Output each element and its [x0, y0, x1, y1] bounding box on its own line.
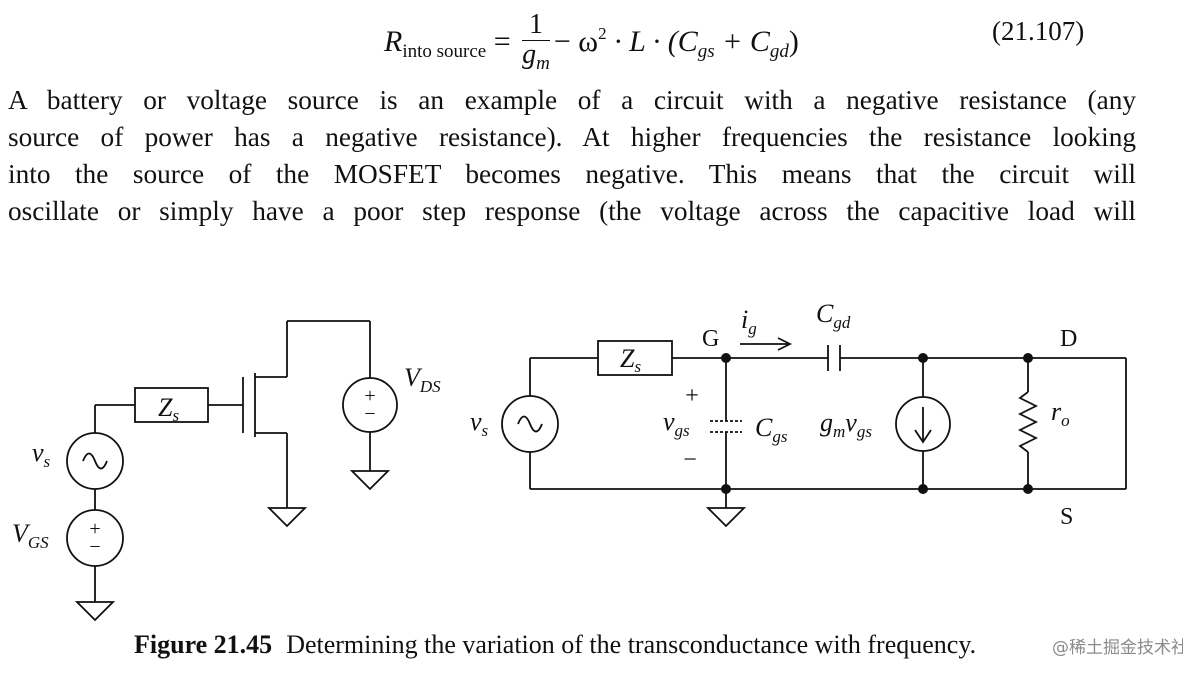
paragraph-line: A battery or voltage source is an exampl… [8, 85, 1136, 115]
node-dot [721, 484, 731, 494]
node-dot [918, 484, 928, 494]
eq-close-paren: ) [788, 24, 799, 58]
eq-middle: · L · (C [614, 24, 698, 58]
vgs-label: VGS [12, 519, 49, 552]
ig-arrowhead-icon [777, 337, 793, 351]
ground-icon [74, 601, 116, 622]
node-g-label: G [702, 326, 719, 352]
eq-equals: = [493, 24, 511, 58]
ro-resistor-icon [1017, 391, 1039, 453]
eq-den-sub: m [536, 53, 550, 74]
vgs-plus-sign: + [685, 383, 699, 409]
ground-icon [349, 470, 391, 491]
equation-21-107: Rinto source = 1 gm − ω2 · L · (Cgs + Cg… [384, 10, 799, 78]
left-circuit-labels: Zs VDS vs VGS + − + − [12, 363, 441, 558]
ground-icon [266, 507, 308, 528]
eq-denominator: gm [522, 41, 550, 78]
cgd-label: Cgd [816, 299, 851, 332]
watermark: @稀土掘金技术社区 [1052, 638, 1183, 658]
equation-row: Rinto source = 1 gm − ω2 · L · (Cgs + Cg… [0, 0, 1183, 80]
node-dots [721, 353, 1033, 494]
vgs-minus-sign: − [683, 447, 697, 473]
small-signal-labels: vs Zs G D S ig Cgd Cgs + vgs − gmvgs ro [470, 299, 1077, 530]
small-signal-model [501, 337, 1127, 528]
circuit-figure: Zs VDS vs VGS + − + − vs Zs G D S ig Cgd… [12, 299, 1127, 622]
ig-label: ig [741, 305, 757, 338]
eq-cgd-sub: gd [769, 40, 789, 62]
paragraph-line: into the source of the MOSFET becomes ne… [8, 159, 1136, 189]
eq-omega-power: 2 [598, 23, 607, 43]
left-mosfet-circuit [66, 320, 398, 622]
figure-caption: Figure 21.45 Determining the variation of… [134, 630, 976, 660]
eq-r-symbol: R [384, 24, 403, 58]
cgs-label: Cgs [755, 413, 788, 446]
paragraph-line: oscillate or simply have a poor step res… [8, 196, 1136, 226]
eq-minus-omega: − ω [553, 24, 599, 58]
gm-vgs-label: gmvgs [820, 408, 872, 441]
eq-plus-c: + C [714, 24, 770, 58]
vs-label: vs [470, 407, 489, 440]
eq-r-subscript: into source [402, 40, 487, 62]
eq-numerator: 1 [522, 10, 550, 41]
vs-label: vs [32, 438, 51, 471]
figure-label: Figure 21.45 [134, 630, 273, 659]
vds-plus-sign: + [364, 385, 375, 407]
ro-label: ro [1051, 397, 1070, 430]
paragraph-line: source of power has a negative resistanc… [8, 122, 1136, 152]
vds-minus-sign: − [364, 403, 375, 425]
figure-caption-text: Determining the variation of the transco… [286, 630, 977, 659]
sine-wave-icon [82, 452, 108, 470]
node-s-label: S [1060, 504, 1073, 530]
node-d-label: D [1060, 326, 1077, 352]
equation-number: (21.107) [992, 16, 1085, 46]
node-dot [918, 353, 928, 363]
vds-label: VDS [404, 363, 441, 396]
eq-cgs-sub: gs [697, 40, 715, 62]
node-dot [721, 353, 731, 363]
sine-wave-icon [517, 415, 543, 433]
ground-icon [705, 507, 747, 528]
eq-den-g: g [522, 39, 537, 70]
zs-label: Zs [620, 344, 641, 376]
vgs-minus-sign: − [89, 536, 100, 558]
current-arrowhead-icon [914, 429, 932, 444]
vgs-plus-sign: + [89, 518, 100, 540]
body-paragraph: A battery or voltage source is an exampl… [8, 82, 1136, 230]
eq-fraction: 1 gm [522, 10, 550, 78]
zs-label: Zs [158, 393, 179, 425]
node-dot [1023, 484, 1033, 494]
node-dot [1023, 353, 1033, 363]
vgs-label: vgs [663, 407, 690, 440]
